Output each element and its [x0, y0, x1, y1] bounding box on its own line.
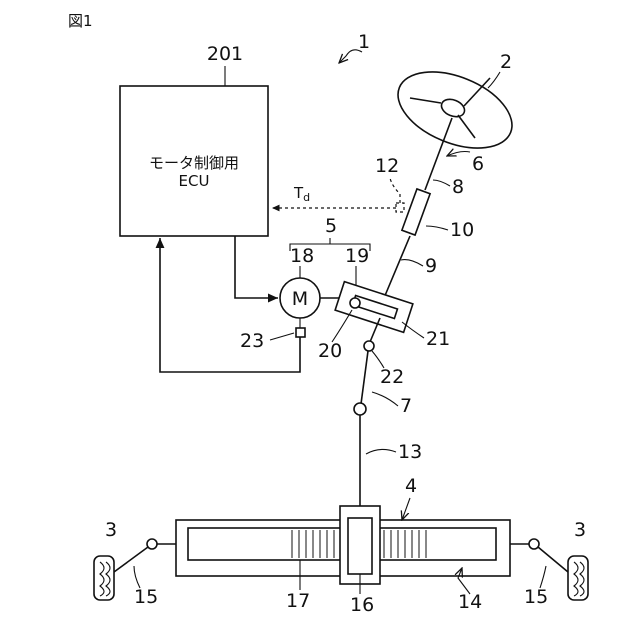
motor-control-ecu: モータ制御用 ECU 201 — [120, 43, 268, 236]
ecu-to-motor-line — [235, 236, 278, 298]
assist-mechanism-label: 5 — [325, 215, 337, 237]
motor-label: 18 — [290, 245, 314, 267]
wheel-right-label: 3 — [574, 519, 586, 541]
tie-rod-left-leader — [134, 566, 140, 588]
pinion-shaft-label: 13 — [398, 441, 422, 463]
wheel-left-label: 3 — [105, 519, 117, 541]
worm-label: 19 — [345, 245, 369, 267]
rotation-sensor-label: 23 — [240, 330, 264, 352]
figure-title: 図1 — [68, 12, 93, 30]
torsion-bar-label: 10 — [450, 219, 474, 241]
rotation-sensor — [296, 328, 305, 337]
torque-sensor-label: 12 — [375, 155, 399, 177]
rack-pinion-arrow — [402, 498, 410, 520]
joint-lower-label: 22 — [380, 366, 404, 388]
rack-pinion-label: 4 — [405, 475, 417, 497]
worm-shaft-gear-leader — [332, 310, 352, 342]
intermediate-shaft-label: 7 — [400, 395, 412, 417]
universal-joint-lower — [354, 403, 366, 415]
worm-wheel-label: 21 — [426, 328, 450, 350]
spoke-top — [464, 78, 490, 106]
rotation-sensor-leader — [270, 333, 294, 340]
reduction-gear-housing — [335, 282, 413, 333]
ball-joint-left — [147, 539, 157, 549]
ball-joint-right — [529, 539, 539, 549]
ecu-label-line1: モータ制御用 — [149, 154, 239, 172]
torsion-bar-housing — [402, 189, 430, 235]
torque-signal-label: Td — [293, 184, 310, 204]
rack-shaft-label: 14 — [458, 591, 482, 613]
tie-rod-right-label: 15 — [524, 586, 548, 608]
worm-shaft-gear-label: 20 — [318, 340, 342, 362]
steering-shaft-label: 6 — [472, 153, 484, 175]
input-shaft-leader — [433, 180, 450, 186]
ecu-ref-label: 201 — [207, 43, 243, 65]
wheel-leader — [488, 72, 500, 88]
torsion-bar-leader — [426, 226, 448, 230]
joint-lower-leader — [372, 351, 384, 368]
torque-sensor-leader — [390, 178, 400, 203]
input-shaft-label: 8 — [452, 176, 464, 198]
output-shaft — [384, 236, 410, 298]
wheel-left-tread — [100, 562, 104, 596]
output-shaft-label: 9 — [425, 255, 437, 277]
steering-wheel: 2 — [387, 51, 523, 163]
wheel-right-tread — [574, 562, 578, 596]
tie-rod-right-leader — [540, 566, 546, 588]
worm-wheel-leader — [402, 322, 424, 338]
worm-shaft-gear — [350, 298, 360, 308]
wheel-left-tread-2 — [106, 562, 110, 596]
output-shaft-leader — [401, 260, 423, 266]
tie-rod-left-label: 15 — [134, 586, 158, 608]
tie-rod-right — [538, 547, 568, 572]
wheel-right-tread-2 — [580, 562, 584, 596]
intermediate-shaft-leader — [372, 392, 398, 406]
steering-shaft-upper — [425, 118, 452, 190]
spoke-left — [410, 98, 441, 103]
tie-rod-left — [114, 547, 148, 572]
ecu-label-line2: ECU — [179, 172, 210, 190]
system-ref-label: 1 — [358, 31, 370, 53]
steering-wheel-hub — [439, 96, 467, 120]
pinion-label: 16 — [350, 594, 374, 616]
rack-label: 17 — [286, 590, 310, 612]
motor-symbol: M — [292, 288, 308, 310]
intermediate-shaft — [361, 351, 368, 404]
universal-joint-upper — [364, 341, 374, 351]
spoke-bottom — [458, 115, 475, 138]
shaft-ref-arrow — [447, 152, 470, 157]
sensor-feedback-line — [160, 238, 300, 372]
wheel-label: 2 — [500, 51, 512, 73]
torque-sensor — [396, 203, 404, 212]
pinion-shaft-leader — [366, 449, 396, 454]
